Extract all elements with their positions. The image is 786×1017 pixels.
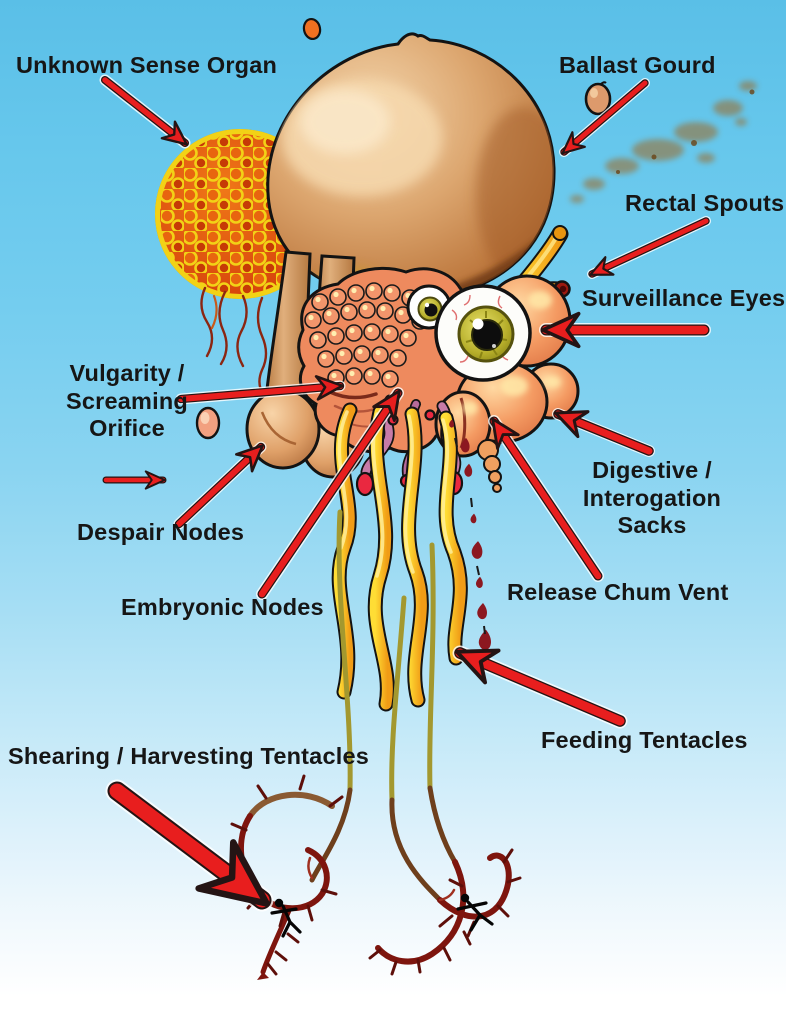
arrow-rectal-spouts	[587, 216, 711, 279]
ballast-gourd-art	[584, 81, 612, 116]
arrow-shearing-harvesting-tentacles	[105, 779, 274, 912]
chum-drops	[449, 419, 491, 669]
feeding-tentacles-art	[331, 402, 468, 712]
excretion-specks	[616, 89, 755, 174]
annotation-arrows	[99, 74, 711, 912]
label-feeding-tentacles: Feeding Tentacles	[541, 727, 748, 753]
chum-vent-chain	[477, 439, 502, 493]
excretion-cloud	[570, 81, 757, 203]
arrow-vulgarity-screaming-orifice	[175, 375, 346, 405]
surveillance-eyes-art	[406, 284, 532, 382]
victim-silhouette-right	[456, 893, 494, 932]
label-despair-nodes: Despair Nodes	[77, 519, 245, 545]
label-rectal-spouts: Rectal Spouts	[625, 190, 785, 216]
arrow-release-chum-vent	[488, 415, 604, 582]
shearing-tentacle-stems	[309, 509, 458, 903]
label-surveillance-eyes: Surveillance Eyes	[582, 285, 786, 311]
despair-node-floating	[195, 406, 221, 440]
label-digestive-interogation-sacks: Digestive / Interogation Sacks	[582, 457, 722, 539]
shearing-tentacles-art	[226, 774, 522, 980]
arrow-despair-nodes	[173, 441, 267, 530]
floating-speck	[302, 17, 322, 41]
arrow-feeding-tentacles	[452, 645, 628, 729]
arrow-ballast-gourd	[559, 78, 650, 157]
victim-silhouette-left	[270, 898, 302, 938]
label-embryonic-nodes: Embryonic Nodes	[121, 594, 324, 620]
label-ballast-gourd: Ballast Gourd	[559, 52, 716, 78]
label-release-chum-vent: Release Chum Vent	[507, 579, 729, 605]
arrow-digestive-interogation-sacks	[552, 408, 655, 457]
label-shearing-harvesting-tentacles: Shearing / Harvesting Tentacles	[8, 743, 369, 769]
label-vulgarity-screaming-orifice: Vulgarity / Screaming Orifice	[66, 360, 188, 442]
arrow-unknown-sense-organ	[99, 74, 191, 149]
label-unknown-sense-organ: Unknown Sense Organ	[16, 52, 278, 78]
arrow-embryonic-nodes	[256, 387, 404, 600]
